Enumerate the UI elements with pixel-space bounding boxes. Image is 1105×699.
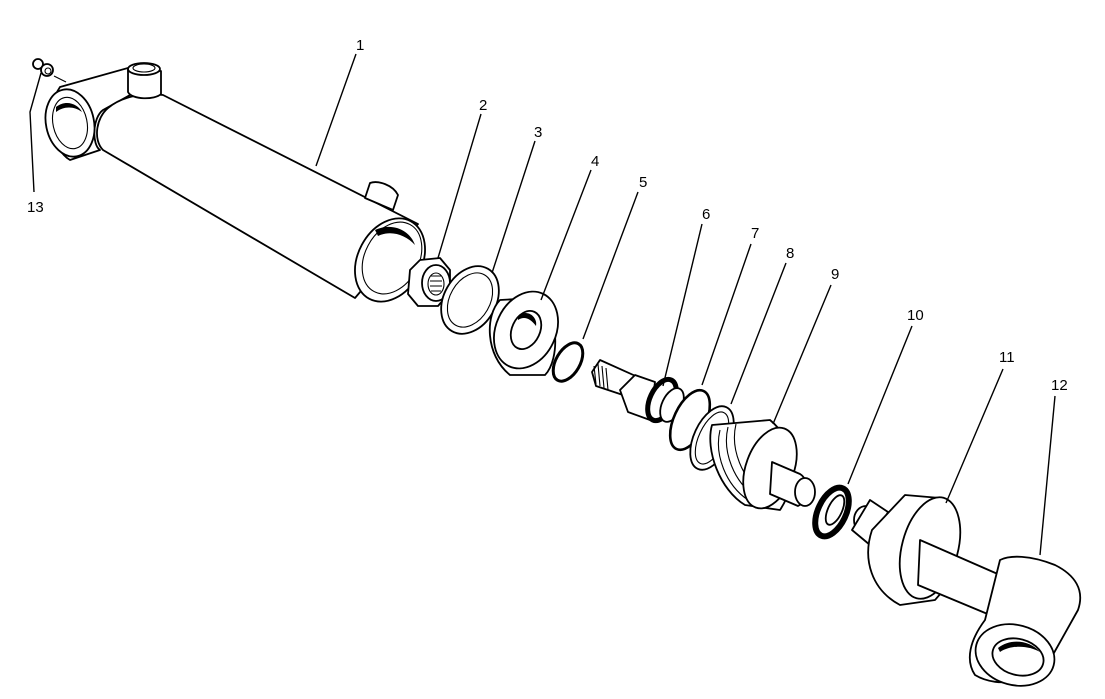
part-10-wiper-seal [812, 484, 852, 540]
callout-7: 7 [751, 225, 759, 242]
callout-8: 8 [786, 245, 794, 262]
part-9-piston [709, 419, 816, 511]
part-1-cylinder-barrel [44, 62, 426, 303]
callout-11: 11 [999, 349, 1015, 366]
callout-4: 4 [591, 153, 599, 170]
part-12-rod-eye [917, 539, 1082, 687]
callout-13: 13 [27, 199, 44, 216]
callout-5: 5 [639, 174, 647, 191]
callout-10: 10 [907, 307, 924, 324]
part-2-nut [407, 257, 451, 307]
leader-lines [29, 53, 1056, 556]
callout-12: 12 [1051, 377, 1068, 394]
callout-labels: 1 2 3 4 5 6 7 8 9 10 11 12 13 [27, 37, 1068, 394]
callout-3: 3 [534, 124, 542, 141]
part-13-grease-fitting [32, 58, 67, 83]
callout-2: 2 [479, 97, 487, 114]
callout-9: 9 [831, 266, 839, 283]
callout-6: 6 [702, 206, 710, 223]
part-4-gland [488, 290, 559, 376]
callout-1: 1 [356, 37, 364, 54]
part-5-o-ring [551, 341, 585, 383]
